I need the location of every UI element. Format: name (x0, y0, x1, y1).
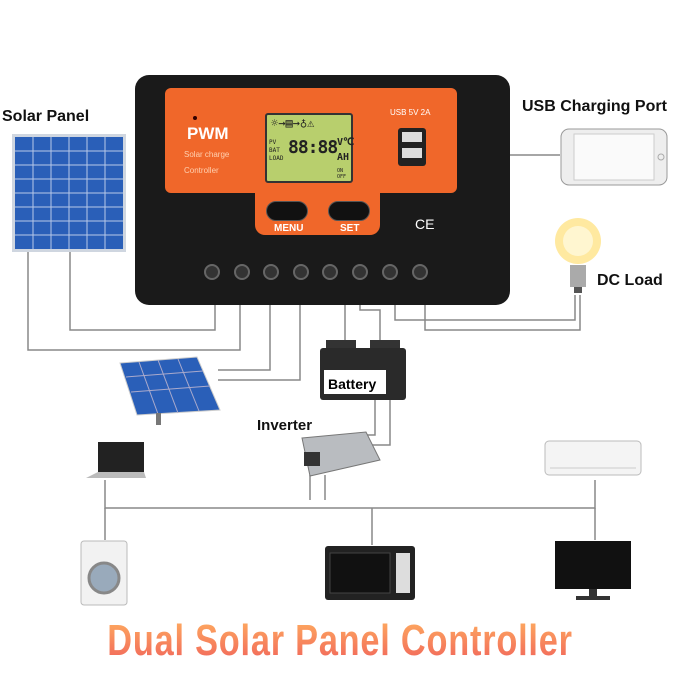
terminal-screw (293, 264, 309, 280)
usb-port-label: USB Charging Port (522, 98, 667, 115)
usb-rating: USB 5V 2A (390, 108, 431, 117)
lcd-units: AH (337, 152, 350, 163)
lcd-bat: BAT (269, 147, 280, 154)
lcd-load: LOAD (269, 155, 284, 162)
terminal-screw (412, 264, 428, 280)
page-title: Dual Solar Panel Controller (75, 616, 605, 666)
terminal-screw (204, 264, 220, 280)
inverter-label: Inverter (257, 417, 313, 434)
terminal-screw (322, 264, 338, 280)
television-image (555, 541, 631, 600)
terminal-screw (382, 264, 398, 280)
set-label: SET (340, 223, 360, 234)
lcd-digits: 88:88 (288, 137, 338, 158)
ce-mark: CE (415, 216, 435, 232)
lcd-icons: ☼→▤→♁⚠ (271, 116, 315, 130)
lcd-on: ON (337, 168, 344, 174)
indicator-led (193, 116, 197, 120)
set-button[interactable] (328, 201, 370, 221)
inverter-image (301, 431, 381, 477)
lcd-off: OFF (337, 174, 347, 180)
brand-label: PWM (187, 124, 229, 143)
lcd-pv: PV (269, 139, 277, 146)
solar-panel-image (12, 134, 126, 252)
terminal-screw (234, 264, 250, 280)
terminal-screw (263, 264, 279, 280)
menu-label: MENU (274, 223, 304, 234)
dc-load-label: DC Load (597, 272, 663, 289)
subtitle: Controller (184, 166, 219, 175)
terminal-screw (352, 264, 368, 280)
usb-port[interactable] (398, 128, 426, 166)
smartphone-image (560, 128, 668, 186)
air-conditioner-image (544, 440, 642, 476)
subtitle: Solar charge (184, 150, 230, 159)
light-bulb-image (555, 218, 601, 293)
battery-label: Battery (328, 376, 377, 392)
lcd-units: V℃ (337, 137, 355, 148)
solar-panel-label: Solar Panel (2, 108, 90, 125)
battery-image (320, 340, 406, 400)
washing-machine-image (80, 540, 128, 606)
tilted-solar-panel-image (119, 356, 221, 425)
menu-button[interactable] (266, 201, 308, 221)
laptop-image (86, 442, 146, 478)
microwave-image (325, 546, 415, 600)
